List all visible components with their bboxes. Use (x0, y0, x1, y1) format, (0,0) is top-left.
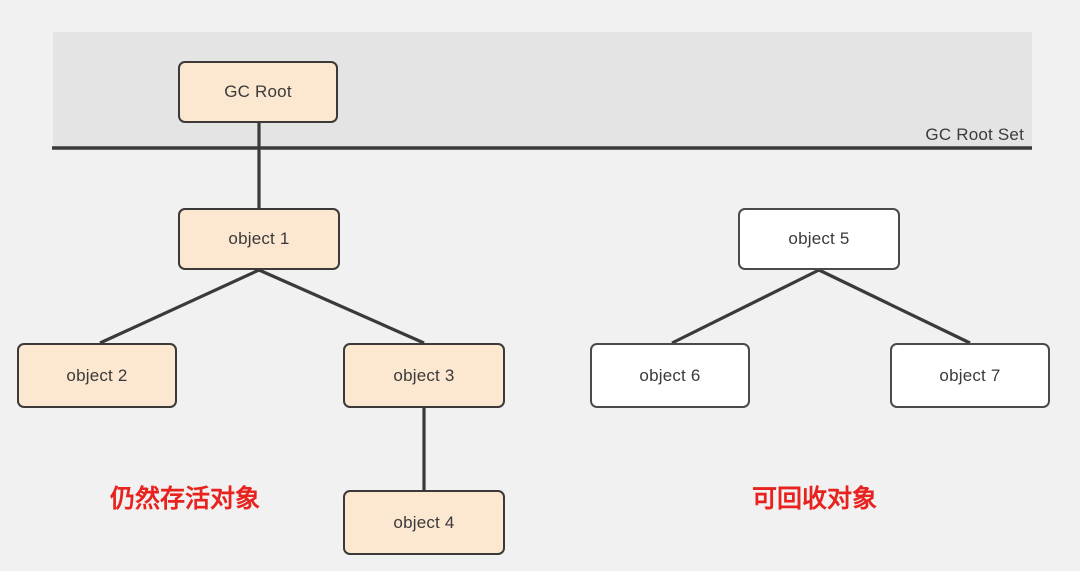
node-label: object 1 (228, 229, 290, 248)
node-label: object 7 (939, 365, 1001, 385)
node-label: GC Root (224, 82, 292, 101)
node-label: object 4 (393, 512, 455, 532)
node-object-6[interactable]: object 6 (590, 343, 750, 408)
edge-object-1-to-object-3 (258, 268, 425, 345)
node-label: object 3 (393, 365, 455, 385)
node-label: object 6 (639, 365, 701, 385)
node-object-5[interactable]: object 5 (738, 208, 900, 270)
node-label: object 5 (788, 229, 850, 248)
edge-object-5-to-object-6 (671, 268, 820, 345)
garbage-caption: 可回收对象 (752, 484, 878, 513)
live-caption: 仍然存活对象 (110, 484, 261, 513)
node-label: object 2 (66, 365, 128, 385)
node-object-4[interactable]: object 4 (343, 490, 505, 555)
node-object-2[interactable]: object 2 (17, 343, 177, 408)
node-object-3[interactable]: object 3 (343, 343, 505, 408)
edge-lines (99, 123, 971, 490)
edge-object-1-to-object-2 (99, 268, 260, 345)
node-gc-root[interactable]: GC Root (178, 61, 338, 123)
edge-object-5-to-object-7 (818, 268, 971, 345)
gc-root-set-label: GC Root Set (925, 125, 1024, 144)
node-object-1[interactable]: object 1 (178, 208, 340, 270)
node-object-7[interactable]: object 7 (890, 343, 1050, 408)
